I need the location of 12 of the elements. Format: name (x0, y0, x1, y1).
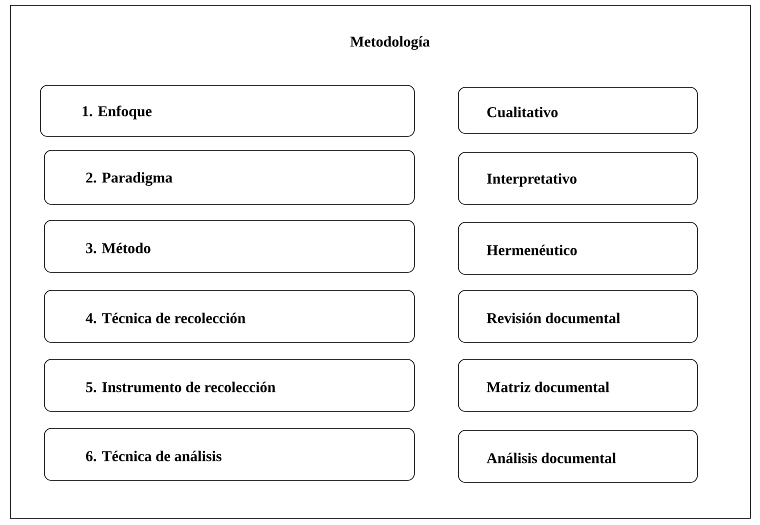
rounded-box: Análisis documental (458, 430, 698, 483)
rounded-box: Matriz documental (458, 359, 698, 412)
rounded-box: 5. Instrumento de recolección (44, 359, 415, 412)
rounded-box: Revisión documental (458, 290, 698, 343)
rounded-box: 2. Paradigma (44, 150, 415, 205)
rounded-box: 6. Técnica de análisis (44, 428, 415, 481)
rounded-box: Interpretativo (458, 152, 698, 205)
rounded-box: Hermenéutico (458, 222, 698, 275)
rounded-box: 1. Enfoque (40, 85, 415, 137)
rounded-box: 4. Técnica de recolección (44, 290, 415, 343)
rounded-box: Cualitativo (458, 87, 698, 134)
rounded-box: 3. Método (44, 220, 415, 273)
